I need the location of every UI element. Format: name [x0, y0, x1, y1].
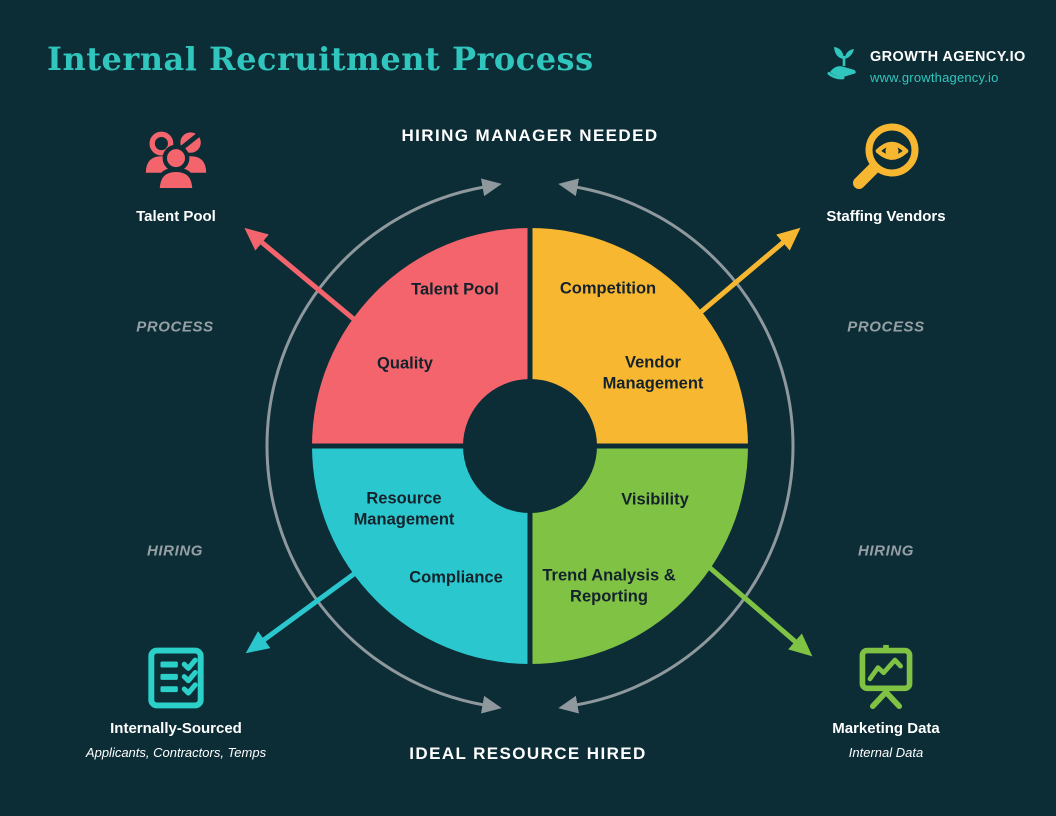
quadrant-label-competition: Competition: [559, 279, 657, 298]
brand-name: GROWTH AGENCY.IO: [870, 49, 1026, 65]
quadrant-label-resource-management: Resource Management: [353, 489, 455, 529]
flow-label-bottom: IDEAL RESOURCE HIRED: [409, 744, 647, 763]
checklist-icon: [143, 646, 209, 710]
side-label-hiring-right: HIRING: [857, 542, 915, 560]
corner-sublabel-internally-sourced: Applicants, Contractors, Temps: [85, 745, 267, 760]
quadrant-visibility: [530, 446, 748, 664]
corner-label-marketing-data: Marketing Data: [832, 720, 940, 737]
corner-staffing-vendors: Staffing Vendors: [806, 122, 966, 225]
quadrant-label-quality: Quality: [377, 354, 433, 373]
corner-label-talent-pool: Talent Pool: [136, 208, 216, 225]
quadrant-resource-management: [312, 446, 530, 664]
quadrant-label-talent-pool: Talent Pool: [411, 280, 499, 299]
corner-sublabel-marketing-data: Internal Data: [848, 745, 924, 760]
corner-label-staffing-vendors: Staffing Vendors: [826, 208, 946, 225]
quadrant-divider-horizontal: [308, 443, 752, 449]
page-title: Internal Recruitment Process: [47, 40, 594, 78]
arrow-to-internally-sourced: [245, 568, 360, 654]
side-label-hiring-left: HIRING: [146, 542, 204, 560]
people-group-icon: [141, 128, 211, 198]
quadrant-talent-pool: [312, 228, 530, 446]
side-label-process-right: PROCESS: [847, 318, 925, 336]
brand-texts: GROWTH AGENCY.IO www.growthagency.io: [870, 42, 1026, 85]
quadrant-label-visibility: Visibility: [621, 490, 689, 509]
quadrant-label-vendor-management: Vendor Management: [602, 353, 704, 393]
corner-marketing-data: Marketing Data Internal Data: [796, 644, 976, 760]
quadrant-competition: [530, 228, 748, 446]
eye-magnifier-icon: [849, 122, 923, 198]
plant-in-hand-icon: [826, 42, 862, 82]
cycle-arc-left: [265, 178, 502, 714]
brand-block: GROWTH AGENCY.IO www.growthagency.io: [826, 42, 1026, 85]
arrow-to-staffing-vendors: [693, 227, 801, 319]
chart-presentation-icon: [851, 644, 921, 710]
flow-label-top: HIRING MANAGER NEEDED: [401, 126, 659, 145]
arrow-to-marketing-data: [700, 559, 813, 657]
corner-internally-sourced: Internally-Sourced Applicants, Contracto…: [76, 646, 276, 760]
corner-label-internally-sourced: Internally-Sourced: [110, 720, 242, 737]
corner-talent-pool: Talent Pool: [96, 128, 256, 225]
cycle-arc-right: [558, 178, 795, 714]
brand-url: www.growthagency.io: [870, 70, 999, 86]
quadrant-label-trend-analysis: Trend Analysis & Reporting: [542, 566, 676, 606]
quadrant-label-compliance: Compliance: [409, 568, 503, 587]
arrow-to-talent-pool: [244, 227, 358, 323]
side-label-process-left: PROCESS: [136, 318, 214, 336]
